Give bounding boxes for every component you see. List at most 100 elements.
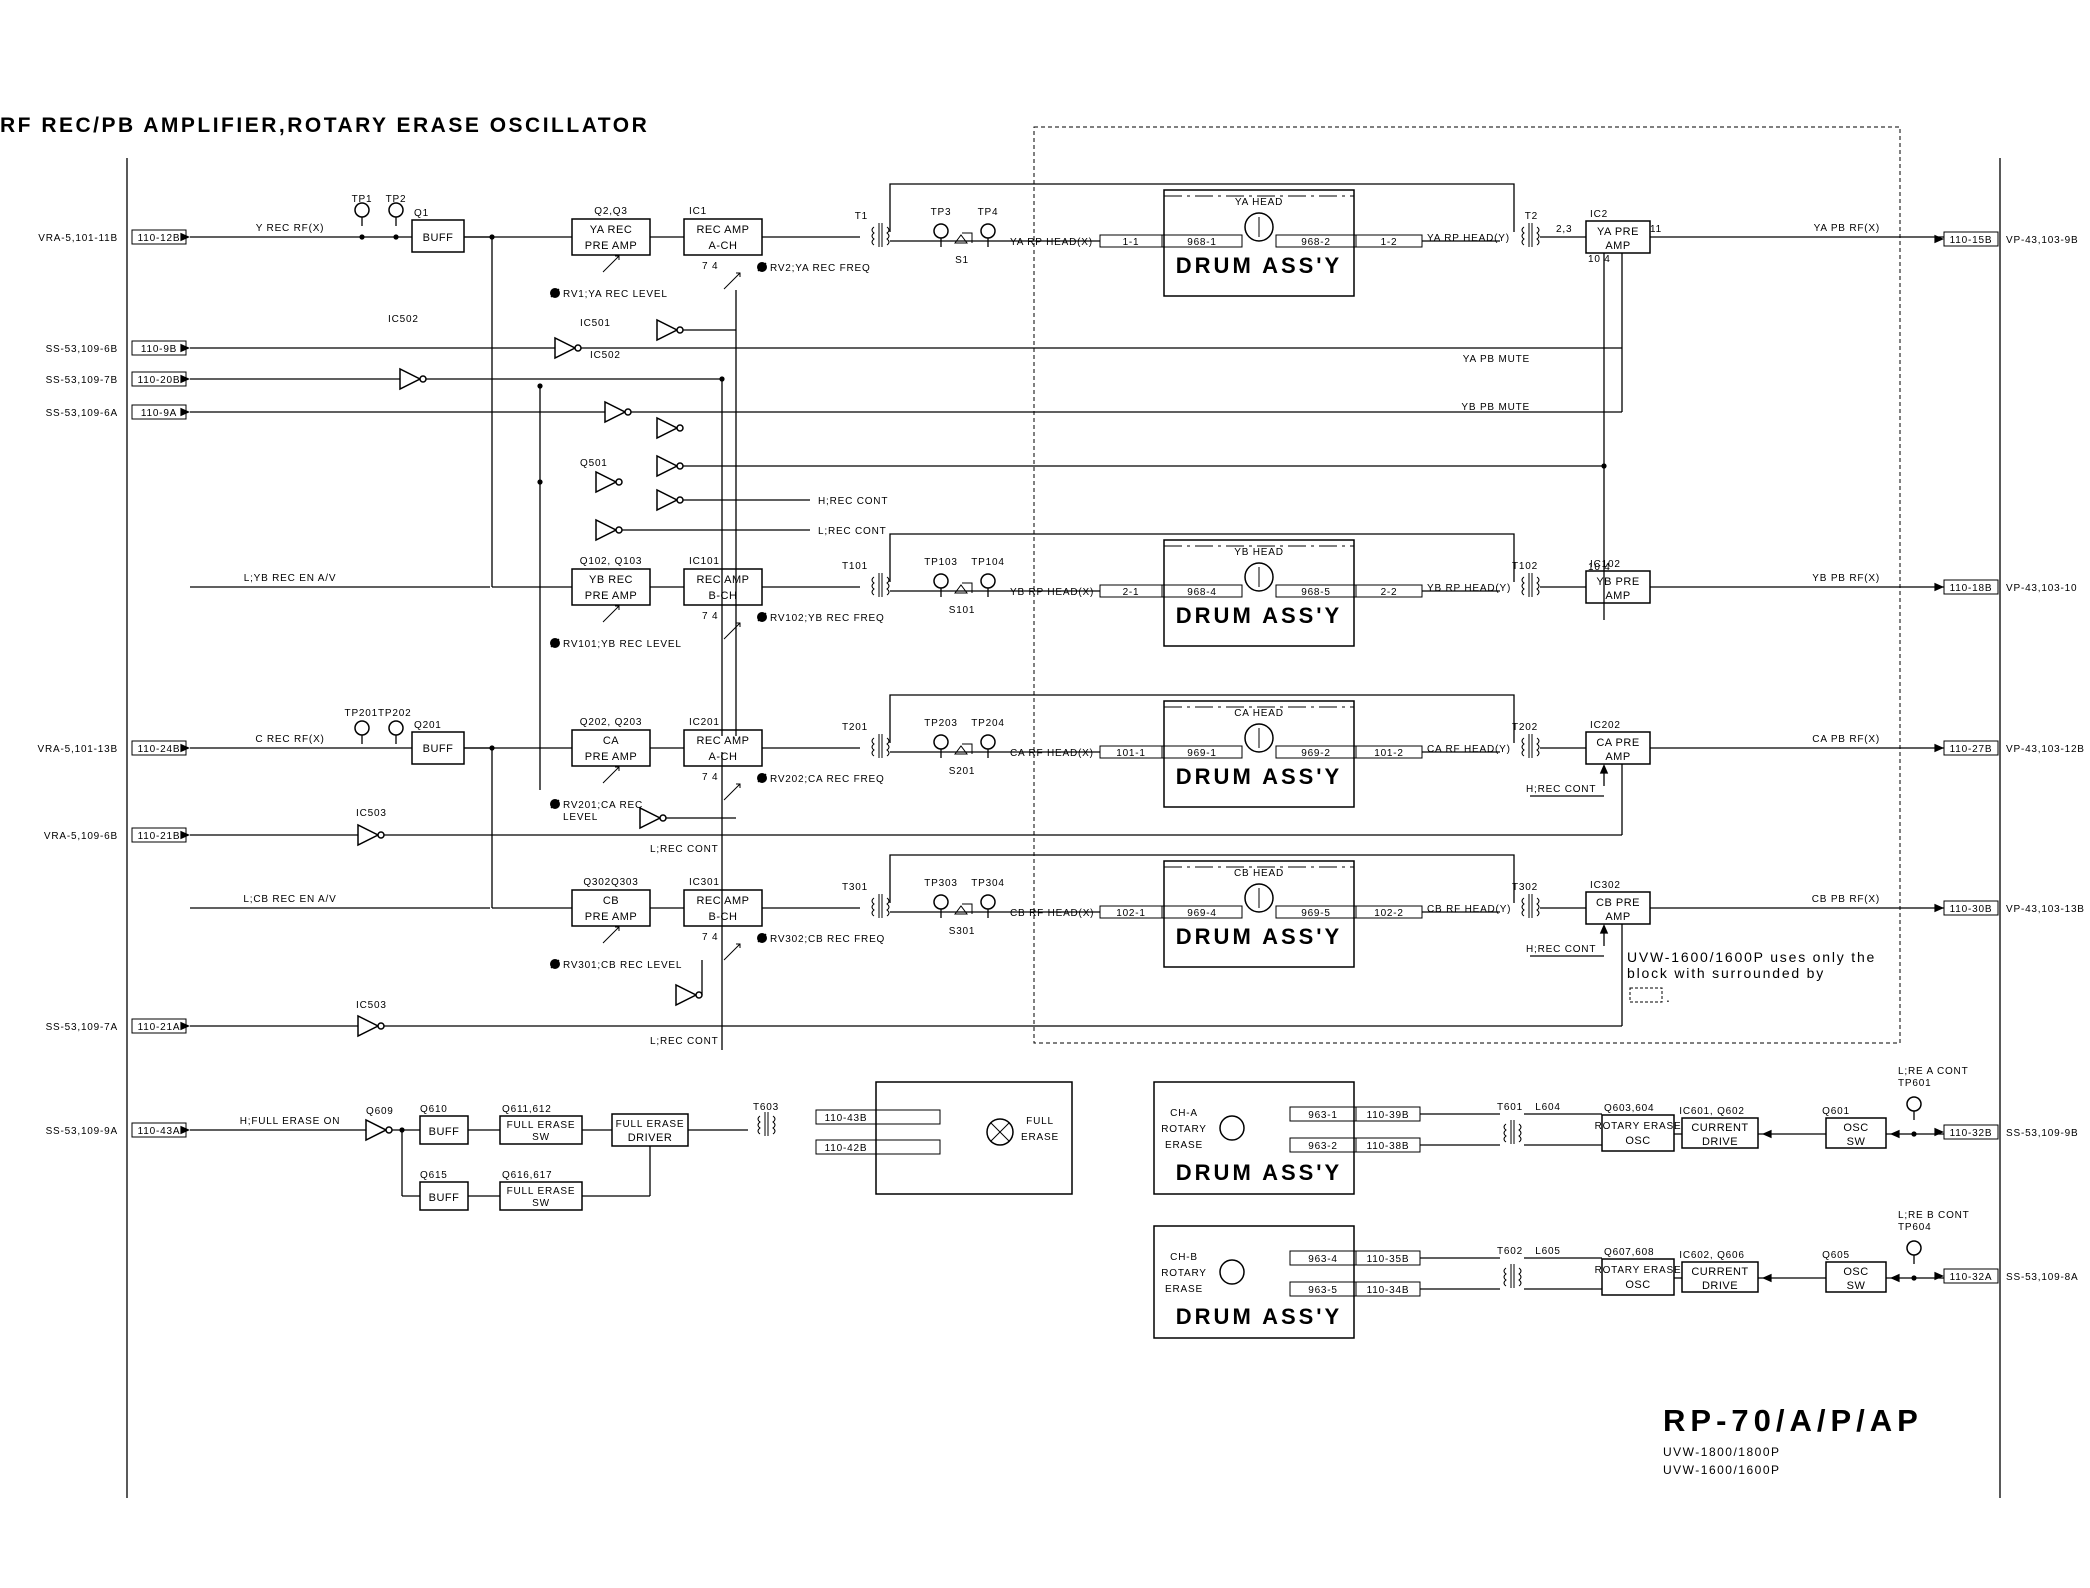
variable-resistor-arrow [615,766,620,771]
transformer-coil [1521,226,1525,246]
rec-level-adjust-label: RV301;CB REC LEVEL [563,960,682,971]
q501-gate [595,470,618,494]
output-destination: SS-53,109-8A [2006,1272,2078,1283]
variable-resistor [602,926,620,944]
q501-gate-bubble [615,478,623,486]
transformer-coil [1521,737,1525,757]
rec-freq-adjust-label: RV102;YB REC FREQ [770,613,885,624]
rec-level-adjust-label-2: LEVEL [563,812,598,823]
rec-amp-box [683,889,763,927]
output-connector-box [1943,231,1999,247]
ic501-gate-b-bubble [624,408,632,416]
arrow-head [1762,1273,1772,1283]
input-source: SS-53,109-6A [46,408,118,419]
rec-amp-label: REC AMP [696,574,749,586]
arrow-head [1762,1129,1772,1139]
test-point [933,734,949,750]
transformer-coil [1503,1123,1507,1143]
pb-preamp-ref: IC102 [1590,559,1621,570]
test-point [933,894,949,910]
output-destination: SS-53,109-9B [2006,1128,2078,1139]
rec-preamp-ref: Q202, Q203 [580,717,642,728]
output-transformer-ref: T2 [1525,211,1538,222]
output-transformer-ref: T102 [1512,561,1538,572]
rec-input-signal: Y REC RF(X) [256,223,325,234]
pin-label: 101-1 [1116,748,1146,759]
output-destination: VP-43,103-9B [2006,235,2078,246]
full-erase-sw2-label-2: SW [532,1198,550,1209]
test-point-label: TP3 [931,207,952,218]
variable-resistor-arrow [615,255,620,260]
pin-label: 1-1 [1123,237,1140,248]
pb-output-signal: CA PB RF(X) [1812,734,1880,745]
junction-dot [359,234,365,240]
l-rec-cont-cb: L;REC CONT [650,1036,719,1047]
drum-box [1163,189,1355,297]
rotary-ch-label: CH-B [1170,1252,1198,1263]
variable-resistor-arrow [615,926,620,931]
model-line-1: UVW-1800/1800P [1663,1445,1781,1459]
rec-amp-box [683,218,763,256]
rotary-transformer-label: T601 [1497,1102,1523,1113]
tp2-label: TP2 [386,194,407,205]
adjust-mark-slash [550,638,560,648]
pin-label: 102-1 [1116,908,1146,919]
model-name: RP-70/A/P/AP [1663,1403,1923,1438]
current-drive-label: CURRENT [1691,1122,1748,1134]
ic503-gate-d-bubble [695,991,703,999]
arrow-head [1934,1127,1944,1137]
ic503-gate-a [357,823,380,847]
variable-resistor [602,766,620,784]
input-connector: 110-12B [138,233,181,244]
h-rec-cont-label: H;REC CONT [818,496,888,507]
rotary-osc-box [1601,1114,1675,1152]
adjust-mark-slash [550,959,560,969]
ic502-gate-2-bubble [615,526,623,534]
pin-label: 969-1 [1187,748,1217,759]
pb-preamp-box [1585,891,1651,925]
rec-preamp-box [571,218,651,256]
arrow-head [180,232,190,242]
output-connector-box [1943,1268,1999,1284]
switch-label: S301 [949,926,976,937]
test-point [933,573,949,589]
output-connector: 110-27B [1950,744,1993,755]
adjust-mark-slash [550,288,560,298]
rotary-erase-head-icon [1219,1115,1245,1141]
ic501-gate-d [656,454,679,478]
input-source: SS-53,109-6B [46,344,118,355]
osc-sw-label-2: SW [1847,1136,1866,1148]
junction-dot [1911,1275,1917,1281]
uvw1600-dashed-region [1033,126,1901,1044]
rotary-inductor-label: L605 [1535,1246,1560,1257]
pin-label: 969-5 [1301,908,1331,919]
test-point [354,202,370,218]
pb-preamp-ref: IC202 [1590,720,1621,731]
junction-dot [719,376,725,382]
t603-label: T603 [753,1102,779,1113]
ic501-gate-f-bubble [676,326,684,334]
junction-dot [537,479,543,485]
rec-preamp-label: YA REC [590,224,633,236]
transformer-coil [1536,737,1540,757]
transformer-coil [886,897,890,917]
q1-buffer-box [411,219,465,253]
q611-ref: Q611,612 [502,1104,552,1115]
q609-gate-bubble [385,1126,393,1134]
q1-buffer-label: BUFF [423,232,454,244]
variable-resistor [602,605,620,623]
q610-buffer-box [419,1115,469,1145]
pin-box [1161,584,1243,598]
rotary-conn-label-2: 110-38B [1367,1141,1410,1152]
test-point [980,894,996,910]
adjust-mark-slash [757,933,767,943]
ic502-label: IC502 [388,314,419,325]
input-connector: 110-21B [138,831,181,842]
pb-pins-104-b: 10 4 [1588,562,1611,573]
rec-amp-box [683,729,763,767]
rotary-pin-label-2: 963-2 [1308,1141,1338,1152]
adjust-mark-slash [757,612,767,622]
pin-label: 2-1 [1123,587,1140,598]
arrow-head [180,407,190,417]
q201-buffer-box [411,731,465,765]
